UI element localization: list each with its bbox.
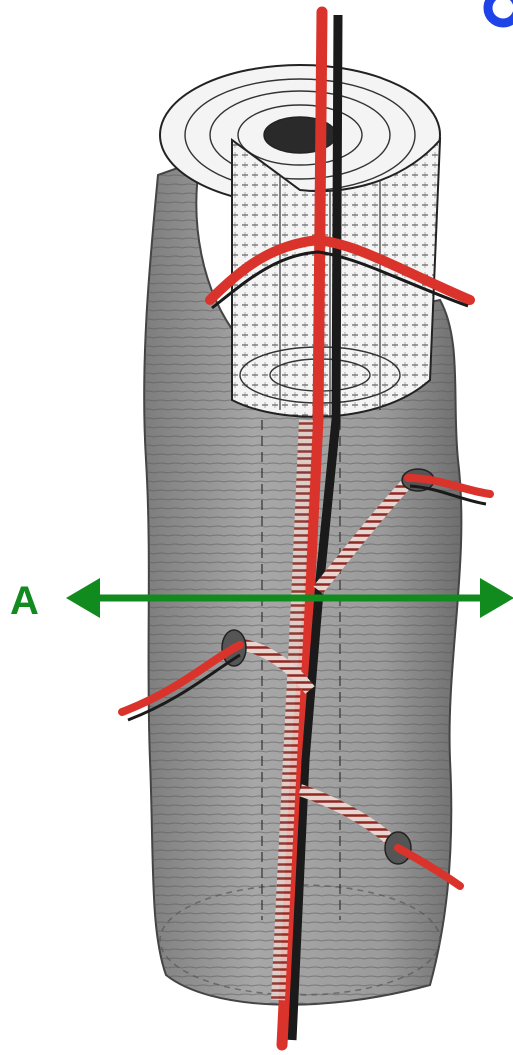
section-label-a: A bbox=[10, 579, 39, 623]
arrow-left-head bbox=[66, 578, 100, 618]
arrow-right-head bbox=[480, 578, 513, 618]
corner-mark-icon bbox=[488, 0, 513, 23]
